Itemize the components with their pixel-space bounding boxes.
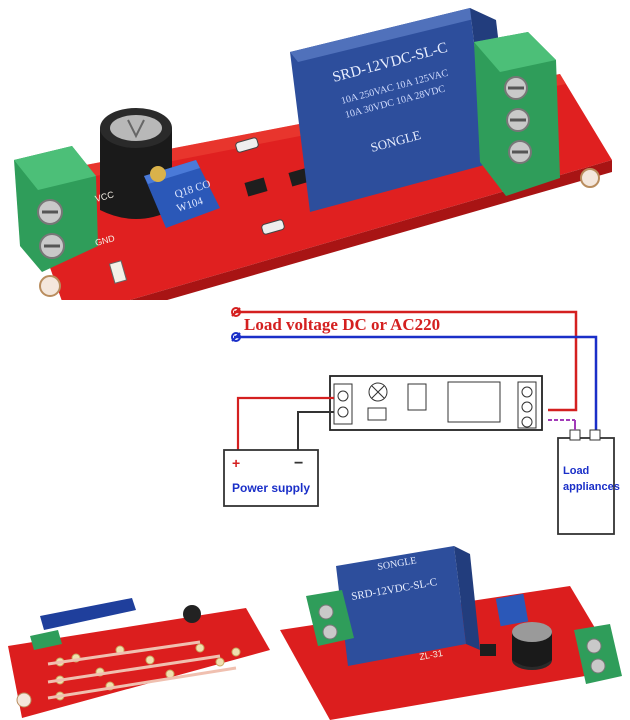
module-outline xyxy=(329,375,543,431)
top-right-terminal-block xyxy=(474,32,560,196)
supply-black-wire xyxy=(297,411,334,450)
load-blue-wire xyxy=(234,335,598,430)
supply-red-wire xyxy=(236,396,334,450)
wiring-diagram: Load voltage DC or AC220 + − Power suppl… xyxy=(223,307,620,535)
load-box xyxy=(557,437,615,535)
pcb-vcc-label: VCC xyxy=(94,189,115,204)
load-label-line1: Load xyxy=(563,465,589,477)
minus-sign: − xyxy=(294,455,303,472)
power-supply-label: Power supply xyxy=(232,481,310,495)
bottom-right-board-photo: SRD-12VDC-SL-C SONGLE ZL-31 xyxy=(280,546,622,720)
load-terminal-left xyxy=(569,429,581,441)
red-terminal-marker xyxy=(231,307,241,317)
load-terminal-right xyxy=(589,429,601,441)
plus-sign: + xyxy=(232,455,240,471)
blue-terminal-marker xyxy=(231,332,241,342)
load-voltage-label: Load voltage DC or AC220 xyxy=(244,315,440,334)
top-board-photo: W104 Q18 CO SRD-12VDC-SL-C 10A 250VAC 10… xyxy=(14,8,612,300)
power-supply-box xyxy=(223,449,319,507)
top-potentiometer: W104 Q18 CO xyxy=(144,160,220,228)
bottom-left-board-photo xyxy=(8,598,270,718)
load-red-wire xyxy=(234,310,578,412)
load-label-line2: appliances xyxy=(563,481,620,493)
top-left-terminal-block xyxy=(14,146,98,272)
bottom-silk-text: ZL-31 xyxy=(419,648,444,662)
